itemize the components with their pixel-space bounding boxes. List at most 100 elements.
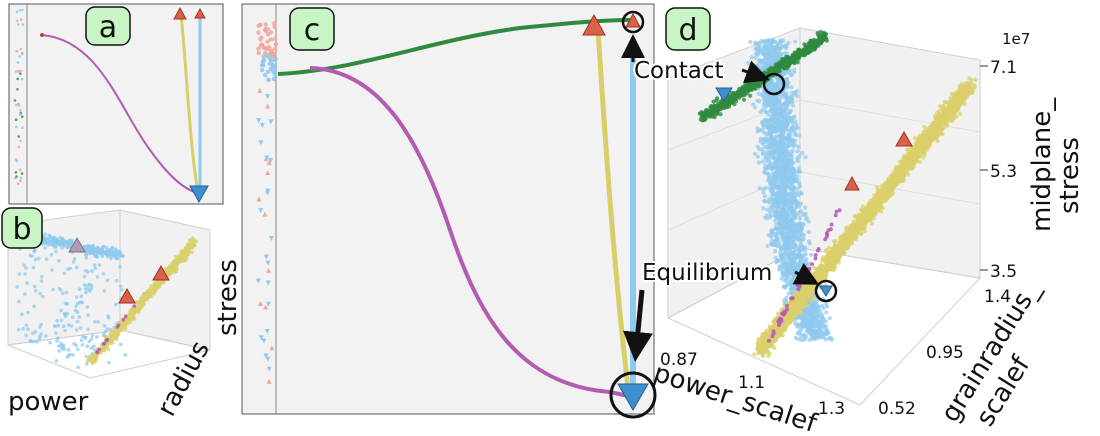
scatter-point (763, 93, 769, 98)
scatter-point (148, 291, 153, 296)
scatter-point (773, 202, 779, 207)
scatter-point (780, 233, 785, 238)
scatter-point (94, 357, 98, 362)
scatter-point (109, 341, 113, 346)
scatter-point (767, 209, 773, 215)
scatter-point (778, 190, 783, 195)
scatter-point (85, 358, 90, 363)
scatter-point (790, 103, 796, 108)
scatter-point (801, 323, 806, 329)
scatter-point (753, 42, 758, 47)
scatter-point (790, 240, 795, 246)
scatter-point (84, 256, 89, 260)
scatter-point (44, 239, 49, 244)
scatter-point (799, 238, 804, 243)
scatter-point (66, 267, 70, 272)
scatter-point (66, 323, 71, 327)
scatter-point (120, 288, 124, 292)
scatter-point (755, 98, 760, 103)
scatter-point (39, 279, 44, 283)
strip-point (267, 61, 273, 66)
scatter-point (783, 169, 789, 174)
scatter-point (790, 142, 796, 147)
scatter-point (763, 185, 769, 190)
scatter-point (66, 348, 71, 352)
scatter-point (779, 176, 784, 182)
scatter-point (760, 51, 765, 56)
scatter-point (780, 271, 785, 276)
scatter-point (786, 143, 791, 148)
scatter-point (92, 263, 97, 267)
scatter-point (130, 307, 134, 311)
scatter-point (773, 249, 778, 254)
scatter-point (74, 304, 78, 309)
scatter-point (97, 263, 102, 267)
scatter-point (73, 308, 78, 313)
scatter-point (110, 246, 115, 250)
strip-point (14, 158, 18, 161)
scatter-point (768, 181, 773, 186)
strip-point (21, 8, 24, 12)
scatter-point (757, 147, 762, 152)
scatter-point (147, 288, 151, 293)
strip-point (259, 67, 265, 73)
scatter-point (75, 301, 80, 306)
scatter-point (50, 268, 54, 272)
scatter-point (778, 154, 783, 159)
strip-point (20, 172, 24, 175)
scatter-point (787, 138, 792, 143)
scatter-point (169, 267, 174, 271)
scatter-point (48, 340, 52, 345)
scatter-point (783, 177, 788, 182)
scatter-point (85, 270, 90, 274)
scatter-point (816, 325, 822, 330)
strip-point (268, 57, 273, 62)
scatter-point (71, 353, 75, 357)
scatter-point (179, 256, 184, 261)
scatter-point (40, 274, 44, 279)
scatter-point (973, 77, 978, 82)
scatter-point (33, 248, 37, 253)
scatter-point (769, 151, 774, 156)
scatter-point (782, 112, 787, 117)
scatter-point (785, 213, 790, 218)
scatter-point (71, 260, 76, 264)
scatter-point (869, 221, 874, 226)
scatter-point (824, 302, 829, 307)
scatter-point (799, 209, 804, 214)
scatter-point (777, 184, 782, 189)
scatter-point (764, 110, 769, 115)
scatter-point (761, 190, 766, 195)
scatter-point (796, 248, 802, 253)
strip-point (15, 19, 19, 23)
scatter-point (771, 45, 777, 50)
scatter-point (752, 151, 758, 156)
scatter-point (755, 62, 760, 67)
scatter-point (63, 312, 67, 317)
scatter-point (49, 239, 53, 244)
strip-point (20, 77, 24, 81)
strip-point (17, 145, 21, 149)
scatter-point (788, 281, 794, 286)
scatter-point (765, 216, 770, 221)
scatter-point (152, 281, 157, 286)
scatter-point (59, 318, 64, 323)
scatter-point (33, 330, 38, 334)
scatter-point (783, 147, 788, 152)
scatter-point (82, 283, 87, 287)
scatter-point (61, 291, 65, 296)
scatter-point (784, 274, 790, 279)
scatter-point (797, 216, 802, 221)
scatter-point (114, 253, 118, 257)
scatter-point (785, 102, 790, 107)
scatter-point (773, 208, 778, 213)
strip-point (16, 77, 20, 81)
scatter-point (94, 354, 98, 359)
panel-c-frame (241, 3, 655, 415)
scatter-point (777, 161, 782, 166)
scatter-point (796, 221, 801, 226)
scatter-point (790, 149, 795, 154)
scatter-point (770, 141, 775, 146)
blue-triangle-marker-icon (189, 185, 209, 204)
scatter-point (168, 270, 173, 275)
